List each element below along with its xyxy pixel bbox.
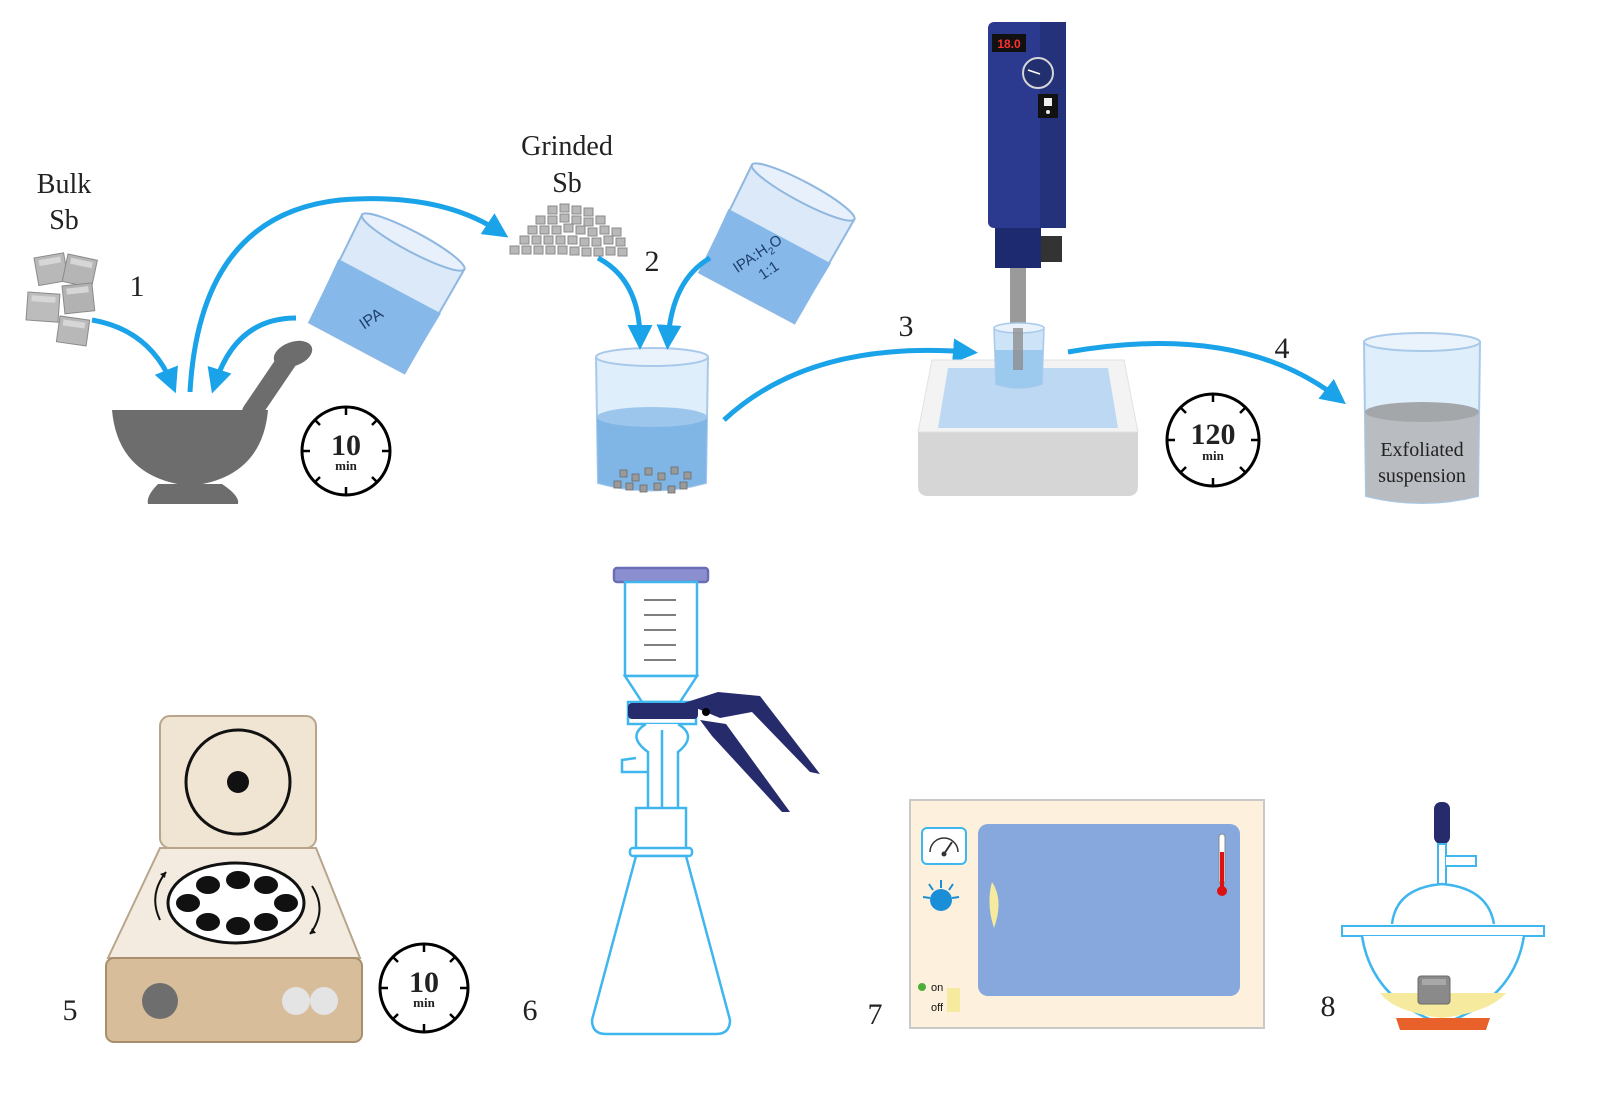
mortar-and-pestle bbox=[112, 340, 313, 504]
bulk-sb-label-2: Sb bbox=[49, 205, 79, 236]
grinded-sb-label-1: Grinded bbox=[521, 131, 613, 162]
hot-plate bbox=[917, 359, 1139, 496]
step-1-arrows bbox=[91, 196, 509, 394]
desiccator bbox=[1341, 802, 1545, 1030]
grinded-sb-label-2: Sb bbox=[552, 168, 582, 199]
mixing-beaker bbox=[594, 347, 710, 494]
timer-2-unit: min bbox=[1202, 448, 1224, 463]
bulk-sb-cubes bbox=[25, 252, 98, 347]
vacuum-oven: on off bbox=[909, 799, 1265, 1029]
step-4-number: 4 bbox=[1275, 332, 1290, 365]
timer-3-unit: min bbox=[413, 995, 435, 1010]
step-1-number: 1 bbox=[130, 270, 145, 303]
timer-1-unit: min bbox=[335, 458, 357, 473]
timer-120-min: 120 min bbox=[1165, 392, 1261, 488]
filter-clamp bbox=[628, 692, 820, 812]
ipa-water-beaker: IPA:H2O 1:1 bbox=[697, 162, 856, 325]
step-6-number: 6 bbox=[523, 994, 538, 1027]
grinded-sb-powder bbox=[509, 203, 628, 257]
step-5-number: 5 bbox=[63, 994, 78, 1027]
step-3-arrow bbox=[1067, 341, 1346, 405]
step-3-number: 3 bbox=[899, 310, 914, 343]
homogenizer-display: 18.0 bbox=[997, 37, 1021, 51]
timer-1-value: 10 bbox=[331, 429, 361, 462]
exfoliated-label-2: suspension bbox=[1378, 465, 1466, 487]
step-2-arrows bbox=[596, 255, 978, 422]
step-2-number: 2 bbox=[645, 245, 660, 278]
timer-3-value: 10 bbox=[409, 966, 439, 999]
timer-10-min-2: 10 min bbox=[378, 942, 470, 1034]
homogenizer: 18.0 bbox=[988, 22, 1066, 328]
oven-on-label: on bbox=[931, 982, 943, 994]
timer-10-min-1: 10 min bbox=[300, 405, 392, 497]
vacuum-filtration-setup bbox=[590, 566, 732, 1036]
small-beaker bbox=[993, 322, 1045, 389]
ipa-beaker: IPA bbox=[307, 212, 466, 375]
exfoliated-label-1: Exfoliated bbox=[1380, 439, 1463, 461]
oven-off-label: off bbox=[931, 1002, 944, 1014]
bulk-sb-label-1: Bulk bbox=[37, 169, 91, 200]
step-7-number: 7 bbox=[868, 998, 883, 1031]
step-8-number: 8 bbox=[1321, 990, 1336, 1023]
exfoliated-beaker: Exfoliated suspension bbox=[1362, 332, 1482, 504]
timer-2-value: 120 bbox=[1191, 418, 1236, 451]
centrifuge bbox=[105, 715, 363, 1043]
